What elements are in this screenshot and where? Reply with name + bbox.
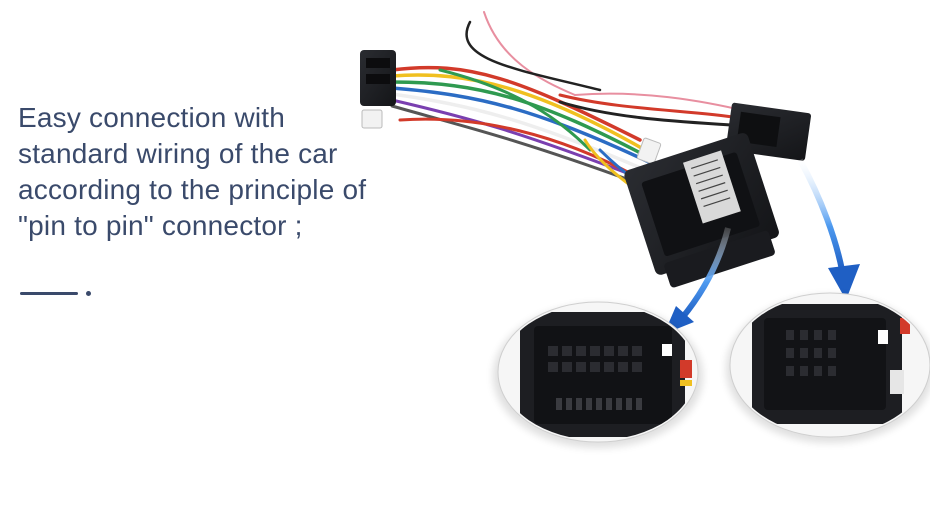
inset-left-connector-face <box>493 301 703 448</box>
headline-line-4: "pin to pin" connector ; <box>18 210 303 241</box>
headline-line-2: standard wiring of the car <box>18 138 338 169</box>
wire-bundle <box>390 11 751 202</box>
left-plug <box>360 50 396 106</box>
headline-line-1: Easy connection with <box>18 102 286 133</box>
wiring-harness-photo <box>360 11 930 448</box>
small-white-connector <box>361 109 383 129</box>
headline-line-3: according to the principle of <box>18 174 367 205</box>
curved-arrow-down-right <box>797 158 860 300</box>
inset-right-connector-face <box>726 292 930 443</box>
accent-divider-line <box>20 292 78 295</box>
accent-divider-dot <box>86 291 91 296</box>
headline: Easy connection with standard wiring of … <box>18 100 438 244</box>
